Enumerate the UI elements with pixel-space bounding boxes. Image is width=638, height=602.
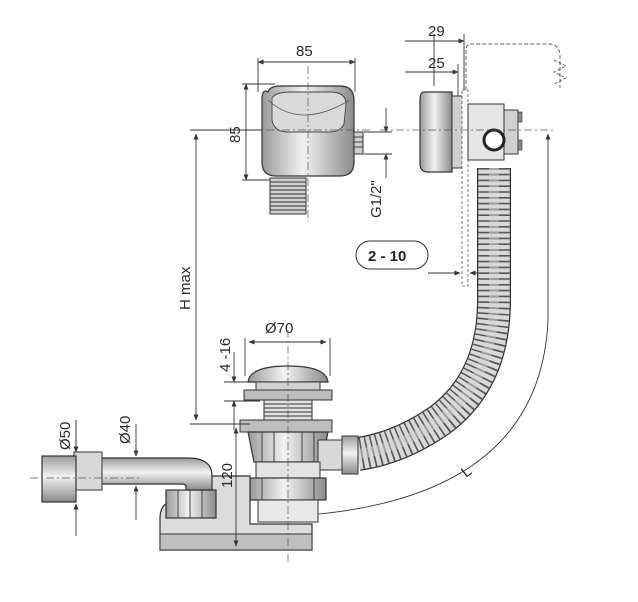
dim-25-label: 25	[428, 55, 445, 72]
flexible-hose	[355, 168, 511, 471]
wall-thickness-callout: 2 - 10	[355, 240, 492, 276]
dim-120-label: 120	[219, 463, 236, 488]
dim-85-height-label: 85	[227, 126, 244, 143]
overflow-rosette: 29 25	[380, 23, 568, 287]
drain-assembly: Ø70 4 -16	[30, 320, 359, 562]
dim-29-label: 29	[428, 23, 445, 40]
overall-dimensions: H max L	[177, 129, 551, 517]
dia-40-label: Ø40	[117, 416, 134, 444]
range-4-16-label: 4 -16	[217, 338, 234, 372]
overflow-housing: 85 85 G	[227, 43, 392, 222]
housing-outlet-hose	[269, 177, 307, 215]
h-max-label: H max	[177, 266, 194, 310]
dia-50-label: Ø50	[57, 422, 74, 450]
dim-85-width-label: 85	[296, 43, 313, 60]
dia-70-label: Ø70	[265, 320, 293, 337]
thread-size-label: G1/2"	[368, 180, 385, 218]
range-2-10-label: 2 - 10	[368, 248, 406, 265]
